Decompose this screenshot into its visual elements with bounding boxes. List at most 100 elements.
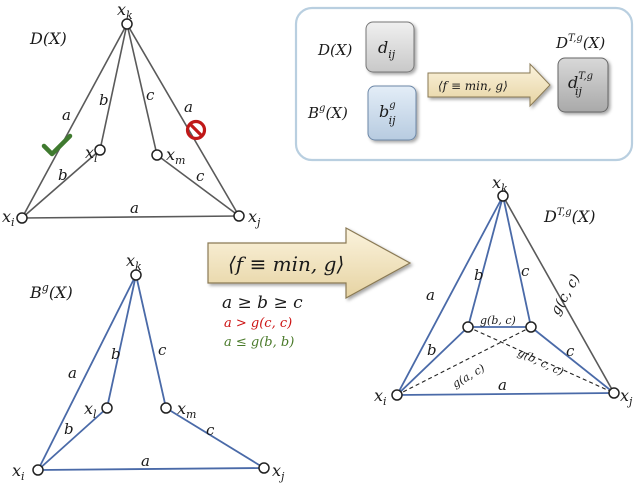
edge-dt-lj — [467, 326, 615, 394]
node-label-dt-j: xj — [620, 386, 633, 408]
node-label-d-k: xk — [117, 0, 133, 22]
legend-arrow-text: ⟨f ≡ min, g⟩ — [438, 79, 508, 93]
node-b-k — [130, 269, 142, 281]
condition-line-2: a > g(c, c) — [224, 316, 292, 331]
edge-b-jm — [165, 407, 265, 469]
edge-b-ik — [37, 274, 137, 471]
graph-d: D(X) a b c a b c a xk xl xm xi xj — [2, 0, 261, 229]
edge-label-b-kl: b — [111, 345, 121, 363]
node-d-m — [151, 149, 163, 161]
edge-d-ij — [21, 215, 240, 219]
node-d-l — [94, 144, 106, 156]
node-label-b-j: xj — [272, 461, 285, 483]
edge-dt-ij — [396, 392, 615, 396]
edge-label-dt-kl: b — [474, 266, 484, 284]
node-label-d-m: xm — [166, 145, 185, 167]
node-dt-j — [608, 387, 620, 399]
big-arrow: ⟨f ≡ min, g⟩ — [207, 226, 412, 300]
edge-label-b-jm: c — [206, 421, 215, 439]
small-right-arrow-icon — [427, 62, 551, 108]
node-label-d-j: xj — [248, 207, 261, 229]
node-d-i — [16, 212, 28, 224]
node-label-b-m: xm — [177, 399, 196, 421]
edge-dt-kl — [467, 195, 504, 328]
edge-d-jm — [156, 154, 240, 217]
edge-d-kl — [99, 23, 128, 151]
edge-label-d-jk: a — [184, 98, 193, 116]
conditions: a ≥ b ≥ c a > g(c, c) a ≤ g(b, b) — [222, 293, 303, 350]
node-b-i — [32, 464, 44, 476]
edge-label-b-ik: a — [68, 364, 77, 382]
edge-label-dt-lj: g(b, c, c) — [516, 346, 566, 378]
big-right-arrow-icon — [207, 226, 412, 300]
legend-box-result — [557, 57, 609, 113]
edge-b-ij — [37, 467, 265, 471]
node-label-d-i: xi — [2, 207, 15, 229]
node-b-j — [258, 462, 270, 474]
node-dt-l — [462, 321, 474, 333]
edge-label-dt-ik: a — [426, 286, 435, 304]
condition-line-3: a ≤ g(b, b) — [224, 335, 294, 350]
graph-dt-title: DT,g(X) — [543, 207, 595, 226]
edge-label-dt-lm: g(b, c) — [480, 314, 516, 327]
edge-d-ik — [21, 23, 128, 219]
edge-label-b-il: b — [64, 420, 74, 438]
edge-label-dt-ij: a — [498, 376, 507, 394]
node-label-b-l: xl — [84, 399, 97, 421]
legend-box-d — [365, 21, 415, 73]
legend-box-d-text: dij — [378, 38, 396, 61]
node-label-dt-k: xk — [492, 173, 508, 195]
legend-result-label: DT,g(X) — [555, 33, 605, 52]
edge-b-km — [135, 274, 167, 409]
edge-dt-ik — [396, 195, 504, 396]
node-d-k — [121, 18, 133, 30]
edge-label-dt-km: c — [521, 262, 530, 280]
node-label-b-k: xk — [126, 251, 142, 273]
edge-label-dt-jm: c — [566, 342, 575, 360]
edge-label-d-jm: c — [196, 167, 205, 185]
node-b-l — [101, 402, 113, 414]
node-b-m — [160, 402, 172, 414]
node-dt-k — [497, 190, 509, 202]
edge-dt-jm — [530, 326, 615, 394]
check-mark-icon — [41, 133, 73, 157]
legend-row1-label: D(X) — [317, 41, 353, 59]
node-label-d-l: xl — [85, 143, 98, 165]
graph-b-title: Bg(X) — [29, 281, 73, 302]
node-dt-m — [525, 321, 537, 333]
graph-b: Bg(X) a b c b c a xk xl xm xi xj — [12, 251, 285, 483]
edge-b-il — [37, 407, 108, 471]
edge-label-b-ij: a — [141, 452, 150, 470]
edge-label-dt-kj: g(c, c) — [548, 271, 584, 318]
edge-d-il — [21, 149, 101, 219]
edge-label-d-kl: b — [99, 91, 109, 109]
edge-label-dt-il: b — [427, 341, 437, 359]
legend-row2-label: Bg(X) — [307, 103, 348, 122]
edge-d-kj — [126, 23, 240, 217]
node-dt-i — [391, 389, 403, 401]
condition-line-1: a ≥ b ≥ c — [222, 293, 303, 313]
edge-label-d-ij: a — [130, 199, 139, 217]
edge-label-dt-im: g(a, c) — [450, 362, 487, 391]
edge-dt-kj — [502, 195, 615, 394]
node-label-dt-i: xi — [374, 386, 387, 408]
edge-b-kl — [106, 274, 137, 409]
graph-dt: DT,g(X) a b c b c a g(b, c) g(c, c) g(a,… — [374, 173, 633, 408]
prohibited-icon — [185, 119, 207, 141]
edge-dt-il — [396, 326, 469, 396]
edge-label-b-km: c — [158, 341, 167, 359]
edge-label-d-il: b — [58, 166, 68, 184]
edge-d-km — [126, 23, 158, 156]
edge-dt-km — [502, 195, 532, 328]
node-label-b-i: xi — [12, 461, 25, 483]
edge-label-d-ik: a — [62, 106, 71, 124]
edge-label-d-km: c — [146, 86, 155, 104]
graph-d-title: D(X) — [29, 29, 67, 48]
big-arrow-text: ⟨f ≡ min, g⟩ — [228, 252, 344, 276]
node-d-j — [233, 210, 245, 222]
legend-box-b — [367, 85, 417, 141]
